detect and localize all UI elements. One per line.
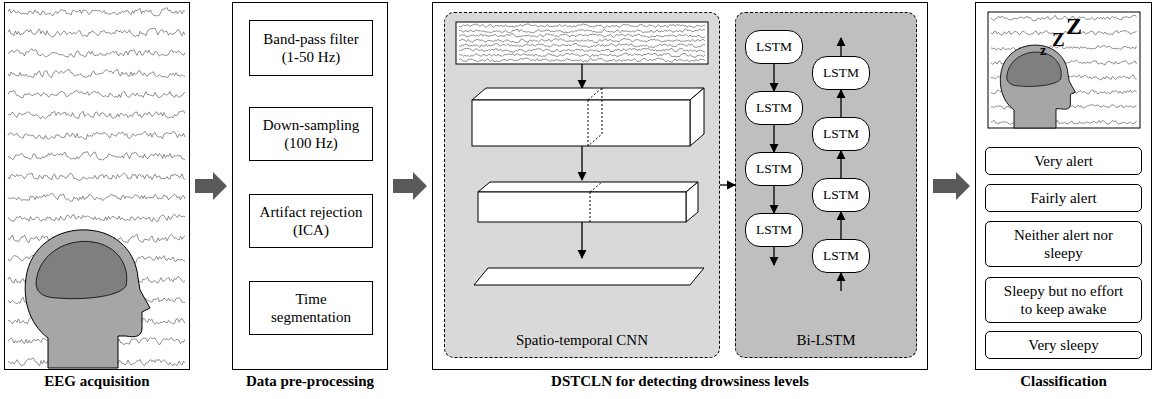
node-label: LSTM [823,187,859,203]
node-label: LSTM [756,222,792,238]
class-box: Sleepy but no effort to keep awake [985,277,1142,323]
node-label: LSTM [823,65,859,81]
stage-panel: ClassificationVery alertFairly alertNeit… [975,2,1152,370]
lstm-cell: LSTM [812,117,870,151]
connector [841,212,842,239]
input-signal-box [456,22,708,64]
cnn-ground [444,12,720,358]
head-figure [25,230,150,368]
process-box: Down-sampling (100 Hz) [249,107,373,161]
process-box: Time segmentation [249,281,373,335]
node-label: LSTM [823,126,859,142]
stage-caption: DSTCLN for detecting drowsiness levels [393,373,967,390]
class-box: Very alert [985,147,1142,175]
connector [774,186,775,213]
stage-caption: Classification [936,373,1156,390]
node-label: Down-sampling (100 Hz) [256,116,366,152]
region-label: Bi-LSTM [736,332,916,349]
stage-panel: EEG acquisition [4,2,190,370]
class-box: Neither alert nor sleepy [985,221,1142,267]
node-label: Time segmentation [256,290,366,326]
lstm-cell: LSTM [745,152,803,186]
sleep-symbol: Z [1052,30,1065,49]
node-label: LSTM [756,39,792,55]
sleep-symbol: z [1040,44,1046,58]
flow-arrow [393,172,427,200]
node-label: Neither alert nor sleepy [1000,226,1127,262]
node-label: Very sleepy [1028,336,1098,354]
lstm-cell: LSTM [812,178,870,212]
node-label: LSTM [823,248,859,264]
conv-block-1 [472,88,704,146]
class-box: Fairly alert [985,184,1142,212]
connector [774,125,775,152]
stage-caption: Data pre-processing [193,373,427,390]
bilstm-region: Bi-LSTM LSTM LSTM LSTM LSTM LSTM LSTM LSTM LSTM [735,12,917,358]
cnn-region: Spatio-temporal CNN [444,12,720,358]
lstm-cell: LSTM [745,213,803,247]
flatten-layer [474,268,704,285]
input-traces [459,24,705,62]
stage-caption: EEG acquisition [0,373,229,390]
node-label: Fairly alert [1030,189,1096,207]
region-label: Spatio-temporal CNN [445,332,719,349]
sleepy-head [1000,45,1075,128]
connector [774,64,775,91]
node-label: LSTM [756,100,792,116]
lstm-cell: LSTM [745,30,803,64]
lstm-ground [735,12,917,358]
stage-panel: DSTCLN for detecting drowsiness levelsSp… [432,2,928,370]
flow-arrow [933,172,970,200]
process-box: Band-pass filter (1-50 Hz) [249,20,373,76]
stage-panel: Data pre-processingBand-pass filter (1-5… [232,2,388,370]
output-signal-box [988,12,1140,128]
node-label: LSTM [756,161,792,177]
node-label: Artifact rejection (ICA) [256,203,366,239]
lstm-cell: LSTM [812,239,870,273]
lstm-cell: LSTM [812,56,870,90]
flow-arrow [195,172,227,200]
connector [841,90,842,117]
sleep-symbol: Z [1066,14,1082,38]
process-box: Artifact rejection (ICA) [249,194,373,248]
connector [720,185,735,186]
node-label: Band-pass filter (1-50 Hz) [256,30,366,66]
node-label: Sleepy but no effort to keep awake [1000,282,1127,318]
class-box: Very sleepy [985,331,1142,359]
conv-block-2 [478,182,698,222]
node-label: Very alert [1034,152,1093,170]
lstm-cell: LSTM [745,91,803,125]
connector [841,151,842,178]
